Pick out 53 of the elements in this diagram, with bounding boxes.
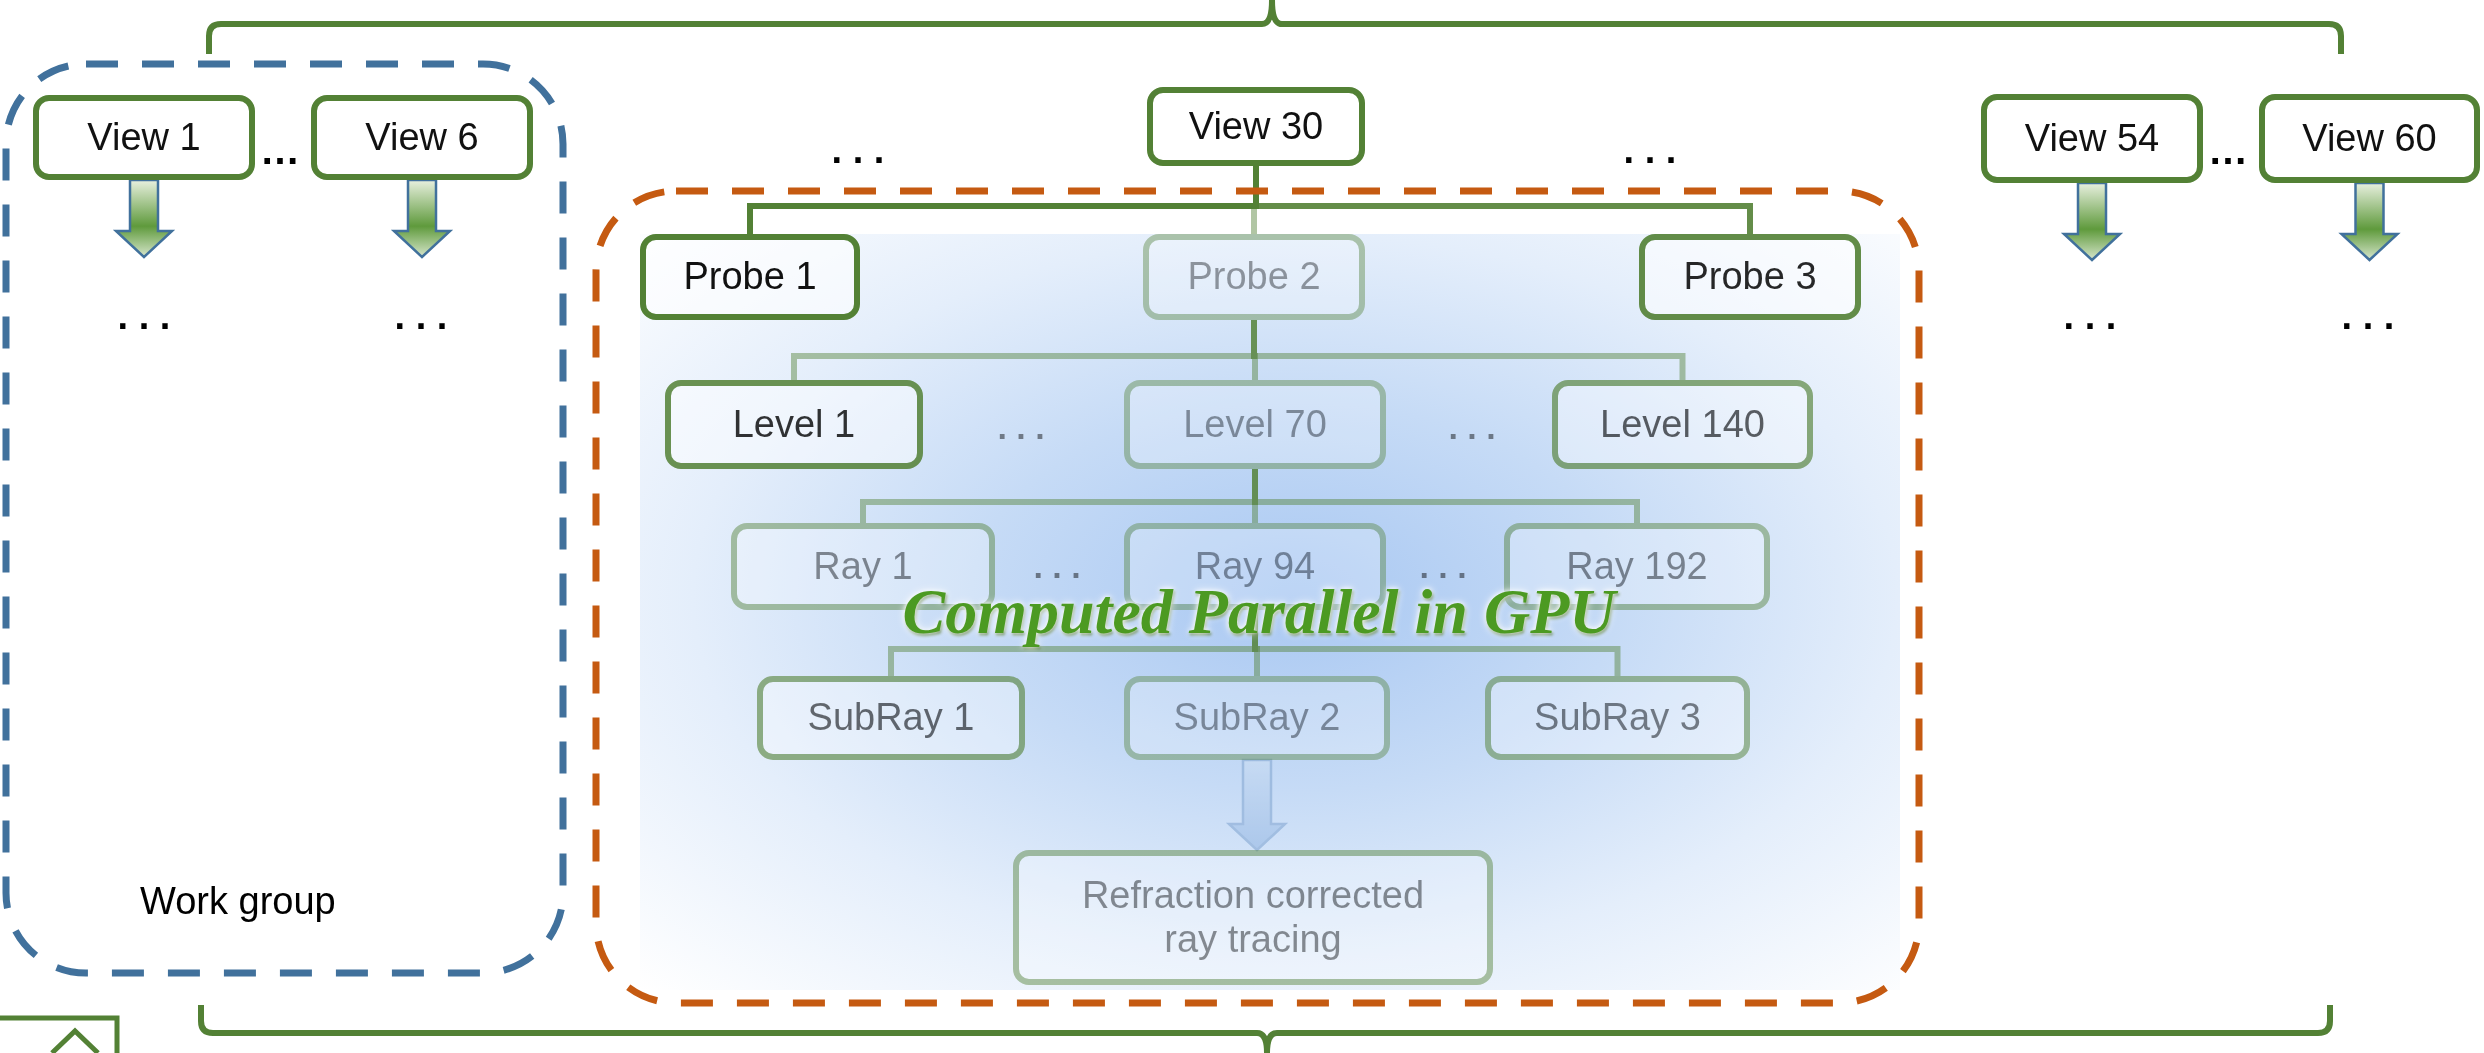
node-label: Probe 1 <box>683 255 817 299</box>
process-box <box>1013 850 1493 985</box>
node-label: SubRay 1 <box>807 696 975 740</box>
connector-line <box>1252 469 1640 523</box>
node-label: Ray 1 <box>813 544 913 589</box>
block-arrow <box>2338 181 2401 262</box>
ellipsis: . . . <box>2063 297 2117 335</box>
ellipsis: . . . <box>394 297 448 335</box>
process-box <box>33 95 255 180</box>
node-label: Probe 3 <box>1683 255 1817 299</box>
block-arrow <box>2060 181 2124 262</box>
node-label: View 30 <box>1188 104 1324 149</box>
node-label: Probe 2 <box>1187 255 1321 299</box>
dashed-group-outline <box>2 60 567 977</box>
group-label: Work group <box>140 880 336 923</box>
block-arrow <box>1225 758 1289 852</box>
ellipsis: … <box>260 130 300 170</box>
node-label: Level 70 <box>1183 402 1327 447</box>
ellipsis: . . . <box>2341 297 2395 335</box>
process-box <box>311 95 533 180</box>
block-arrow <box>390 178 454 259</box>
process-box <box>757 676 1025 760</box>
node-label: Refraction corrected ray tracing <box>1080 873 1426 962</box>
ellipsis: . . . <box>831 131 885 169</box>
node-label: View 6 <box>365 115 479 160</box>
ellipsis: . . . <box>997 410 1045 444</box>
process-box <box>1124 676 1390 760</box>
node-label: Ray 192 <box>1566 544 1708 589</box>
process-box <box>2259 94 2480 183</box>
node-label: SubRay 3 <box>1534 696 1701 740</box>
ellipsis: … <box>2208 130 2248 170</box>
block-arrow <box>112 178 176 259</box>
connector-line <box>1251 320 1686 380</box>
node-label: SubRay 2 <box>1173 696 1341 740</box>
process-box <box>1124 380 1386 469</box>
node-label: View 54 <box>2024 116 2160 161</box>
process-box <box>640 234 860 320</box>
process-box <box>665 380 923 469</box>
process-box <box>1147 87 1365 166</box>
ellipsis: . . . <box>1623 131 1677 169</box>
ellipsis: . . . <box>1033 549 1081 583</box>
ellipsis: . . . <box>1448 410 1496 444</box>
process-box <box>1639 234 1861 320</box>
process-box <box>1485 676 1750 760</box>
node-label: Level 1 <box>732 402 856 447</box>
ellipsis: . . . <box>117 297 171 335</box>
node-label: Level 140 <box>1600 402 1765 447</box>
process-box <box>1143 234 1365 320</box>
ellipsis: . . . <box>1419 549 1467 583</box>
node-label: View 60 <box>2302 116 2437 161</box>
process-box <box>1552 380 1813 469</box>
process-box <box>1981 94 2203 183</box>
node-label: View 1 <box>87 115 201 160</box>
